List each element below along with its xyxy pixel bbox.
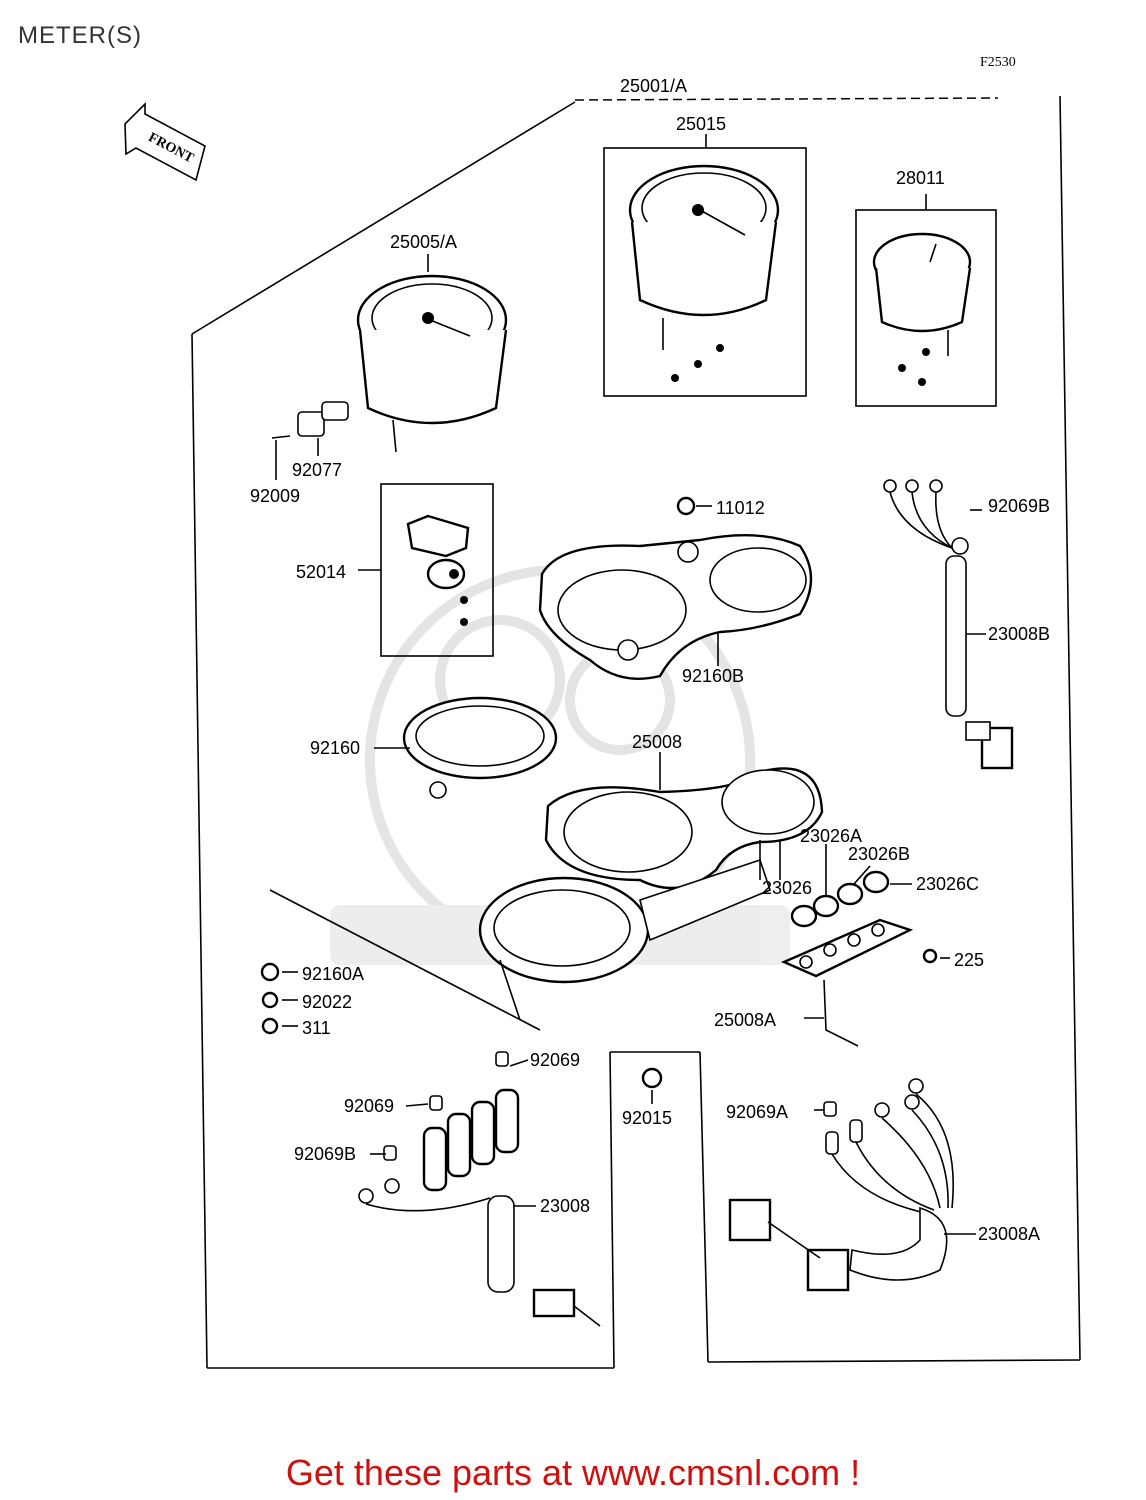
callout-311: 311 (302, 1018, 331, 1038)
callout-25015: 25015 (676, 114, 726, 134)
part-23008A-harness (728, 1078, 976, 1292)
callout-23026A: 23026A (800, 826, 862, 846)
callout-23008B: 23008B (988, 624, 1050, 644)
part-92160B-cover (538, 534, 813, 680)
box-28011 (855, 194, 997, 407)
part-23008-harness (358, 1051, 601, 1327)
callout-92022: 92022 (302, 992, 352, 1012)
callout-92015: 92015 (622, 1108, 672, 1128)
callout-25008: 25008 (632, 732, 682, 752)
callout-23008: 23008 (540, 1196, 590, 1216)
callout-28011: 28011 (896, 168, 945, 188)
callout-11012: 11012 (716, 498, 765, 518)
callout-92160: 92160 (310, 738, 360, 758)
box-52014 (358, 483, 494, 657)
part-92015-screw (641, 1067, 663, 1104)
part-23008B-harness (883, 479, 1014, 770)
callout-25008A: 25008A (714, 1010, 776, 1030)
callout-92069B-top: 92069B (988, 496, 1050, 516)
part-25005-speedometer (356, 254, 508, 453)
callout-92160A: 92160A (302, 964, 364, 984)
callout-23026: 23026 (762, 878, 812, 898)
callout-92069A: 92069A (726, 1102, 788, 1122)
callout-23026C: 23026C (916, 874, 979, 894)
front-arrow-icon: FRONT (124, 102, 206, 182)
part-25008-bracket (269, 752, 824, 1031)
callout-92077: 92077 (292, 460, 342, 480)
part-23026-caps (790, 844, 912, 928)
part-11012-bolt (676, 496, 712, 516)
callout-92069B-bottom: 92069B (294, 1144, 356, 1164)
box-25015 (603, 134, 807, 397)
parts-diagram: F2530 FRONT 25001/A 25015 (124, 55, 1081, 1369)
callout-23026B: 23026B (848, 844, 910, 864)
callout-23008A: 23008A (978, 1224, 1040, 1244)
callout-25005: 25005/A (390, 232, 457, 252)
assembly-outline (191, 95, 1081, 1369)
callout-25001: 25001/A (620, 76, 687, 96)
callout-92160B: 92160B (682, 666, 744, 686)
part-25008A-plate (781, 918, 950, 1047)
callout-92009: 92009 (250, 486, 300, 506)
footer-link[interactable]: Get these parts at www.cmsnl.com ! (285, 1452, 861, 1493)
callout-52014: 52014 (296, 562, 346, 582)
part-fasteners-left (260, 962, 298, 1035)
figure-code: F2530 (980, 55, 1016, 70)
callout-92069-b: 92069 (344, 1096, 394, 1116)
part-92077-gear (271, 401, 349, 480)
callout-225: 225 (954, 950, 984, 970)
page-title: METER(S) (18, 22, 142, 49)
callout-92069-a: 92069 (530, 1050, 580, 1070)
part-92160-ring (374, 696, 558, 799)
